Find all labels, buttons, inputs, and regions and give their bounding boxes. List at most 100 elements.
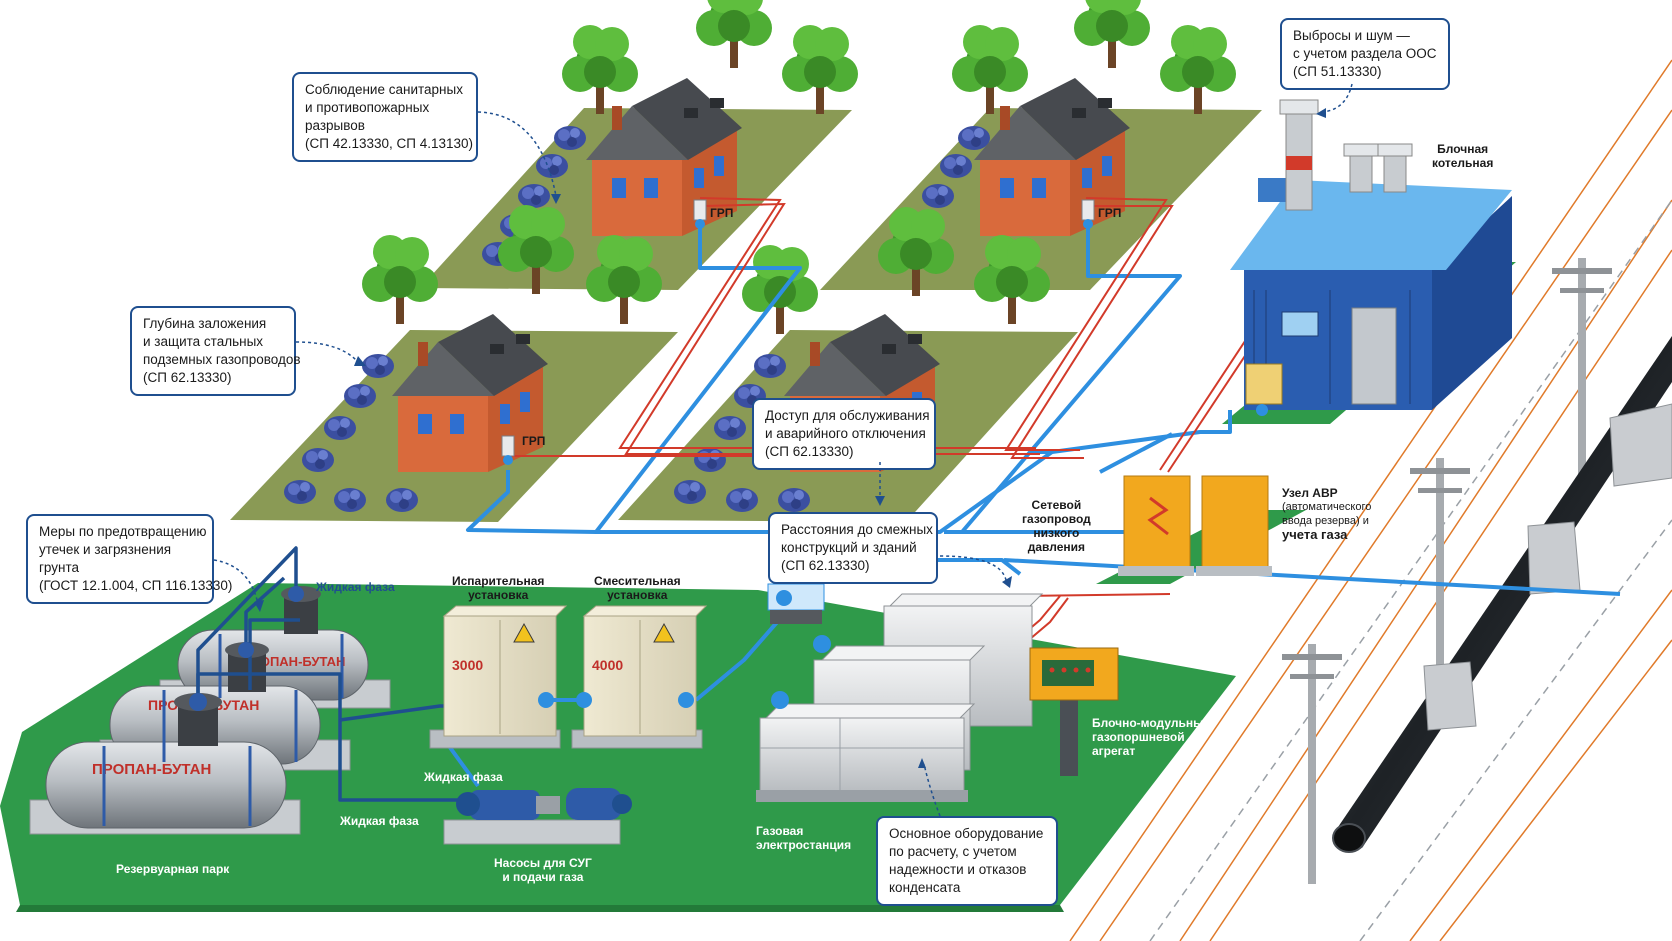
- gas-regulator-box: [1081, 199, 1095, 230]
- label-line: установка: [607, 588, 668, 602]
- tree: [1160, 25, 1236, 114]
- label-line: (автоматического: [1282, 501, 1372, 513]
- label-line: Газовая: [756, 824, 804, 838]
- callout-distances: Расстояния до смежных конструкций и здан…: [768, 512, 938, 584]
- tree: [696, 0, 772, 68]
- callout-main-equipment: Основное оборудование по расчету, с учет…: [876, 816, 1058, 906]
- label-line: ввода резерва) и: [1282, 515, 1369, 527]
- label-line: Смесительная: [594, 574, 681, 588]
- avr-node-label: Узел АВР (автоматического ввода резерва)…: [1282, 486, 1371, 542]
- network-pipe-label: Сетевой газопровод низкого давления: [1022, 498, 1091, 554]
- gas-pipes-blue: [444, 218, 1621, 788]
- callout-line: по расчету, с учетом: [889, 844, 1017, 859]
- label-line: Жидкая фаза: [424, 770, 503, 784]
- callout-line: надежности и отказов: [889, 862, 1027, 877]
- liquid-phase-label-top: Жидкая фаза: [316, 580, 395, 594]
- callout-line: Расстояния до смежных: [781, 522, 933, 537]
- callout-line: и аварийного отключения: [765, 426, 926, 441]
- gas-piston-label: Блочно-модульный газопоршневой агрегат: [1092, 716, 1211, 758]
- label-line: Испарительная: [452, 574, 545, 588]
- grp-label: ГРП: [1098, 206, 1121, 220]
- tank-label: ПРОПАН-БУТАН: [92, 761, 211, 778]
- tree: [952, 25, 1028, 114]
- boiler-label: Блочная котельная: [1432, 142, 1493, 170]
- callout-line: (СП 51.13330): [1293, 64, 1382, 79]
- tree: [362, 235, 438, 324]
- label-line: газопровод: [1022, 512, 1091, 526]
- callout-line: грунта: [39, 560, 80, 575]
- tank-label: ПРОПАН-БУТАН: [242, 654, 345, 669]
- label-line: учета газа: [1282, 527, 1348, 542]
- callout-line: (СП 62.13330): [781, 558, 870, 573]
- label-line: газопоршневой: [1092, 730, 1185, 744]
- callout-line: и противопожарных: [305, 100, 430, 115]
- label-line: Жидкая фаза: [316, 580, 395, 594]
- avr-metering-node: [1118, 475, 1272, 576]
- tree: [742, 245, 818, 334]
- grp-label: ГРП: [710, 206, 733, 220]
- callout-line: подземных газопроводов: [143, 352, 301, 367]
- ground-marking-lines: [1149, 199, 1672, 941]
- label-line: электростанция: [756, 838, 852, 852]
- tree: [1074, 0, 1150, 68]
- gas-regulator-box: [693, 199, 707, 230]
- grp-label: ГРП: [522, 434, 545, 448]
- cabinet-link-nodes: [538, 692, 694, 708]
- label-line: ГРП: [1098, 206, 1122, 220]
- mixer-cabinet: 4000: [571, 605, 708, 749]
- label-line: Узел АВР: [1282, 486, 1338, 500]
- boiler-house: [1230, 99, 1512, 416]
- tree: [974, 235, 1050, 324]
- main-gas-pipeline: [1332, 336, 1672, 853]
- gas-piston-unit: [1029, 647, 1119, 776]
- lpg-tank-park: ПРОПАН-БУТАН ПРОПАН-БУТАН ПРОПАН-БУТАН: [29, 586, 391, 835]
- power-plant-nodes: [771, 590, 831, 709]
- label-line: Насосы для СУГ: [494, 856, 592, 870]
- callout-line: Основное оборудование: [889, 826, 1044, 841]
- callout-line: утечек и загрязнения: [39, 542, 172, 557]
- label-line: агрегат: [1092, 744, 1136, 758]
- callout-line: разрывов: [305, 118, 365, 133]
- pumps-label: Насосы для СУГ и подачи газа: [494, 856, 592, 884]
- gas-power-plant: [756, 583, 1044, 802]
- power-plant-label: Газовая электростанция: [756, 824, 851, 852]
- evaporator-cabinet: 3000: [429, 605, 568, 749]
- label-line: ГРП: [522, 434, 546, 448]
- label-line: Блочная: [1437, 142, 1489, 156]
- callout-line: Глубина заложения: [143, 316, 267, 331]
- mixer-label: Смесительная установка: [594, 574, 681, 602]
- callout-line: Выбросы и шум —: [1293, 28, 1410, 43]
- tree: [586, 235, 662, 324]
- callout-line: конструкций и зданий: [781, 540, 917, 555]
- liquid-phase-label-bottom: Жидкая фаза: [340, 814, 419, 828]
- callout-line: (СП 42.13330, СП 4.13130): [305, 136, 474, 151]
- tree: [782, 25, 858, 114]
- callout-emissions: Выбросы и шум — с учетом раздела ООС (СП…: [1280, 18, 1450, 90]
- callout-line: конденсата: [889, 880, 961, 895]
- evaporator-label: Испарительная установка: [452, 574, 544, 602]
- label-line: ГРП: [710, 206, 734, 220]
- callout-line: (СП 62.13330): [765, 444, 854, 459]
- label-line: котельная: [1432, 156, 1494, 170]
- cabinet-number: 3000: [452, 657, 483, 673]
- gas-regulator-box: [501, 435, 515, 466]
- label-line: Сетевой: [1031, 498, 1082, 512]
- tree: [562, 25, 638, 114]
- callout-line: (СП 62.13330): [143, 370, 232, 385]
- lpg-pumps: [443, 788, 632, 845]
- cabinet-number: 4000: [592, 657, 623, 673]
- label-line: и подачи газа: [502, 870, 584, 884]
- main-ground-edge: [16, 905, 1064, 912]
- label-line: Резервуарная парк: [116, 862, 230, 876]
- callout-line: Доступ для обслуживания: [765, 408, 930, 423]
- label-line: давления: [1027, 540, 1085, 554]
- callout-pipe-depth: Глубина заложения и защита стальных подз…: [130, 306, 301, 396]
- callout-leak-prevention: Меры по предотвращению утечек и загрязне…: [26, 514, 233, 604]
- callout-line: с учетом раздела ООС: [1293, 46, 1437, 61]
- callout-line: (ГОСТ 12.1.004, СП 116.13330): [39, 578, 233, 593]
- label-line: Блочно-модульный: [1092, 716, 1211, 730]
- liquid-phase-label-mid: Жидкая фаза: [424, 770, 503, 784]
- callout-line: и защита стальных: [143, 334, 264, 349]
- callout-sanitary-distances: Соблюдение санитарных и противопожарных …: [292, 72, 478, 162]
